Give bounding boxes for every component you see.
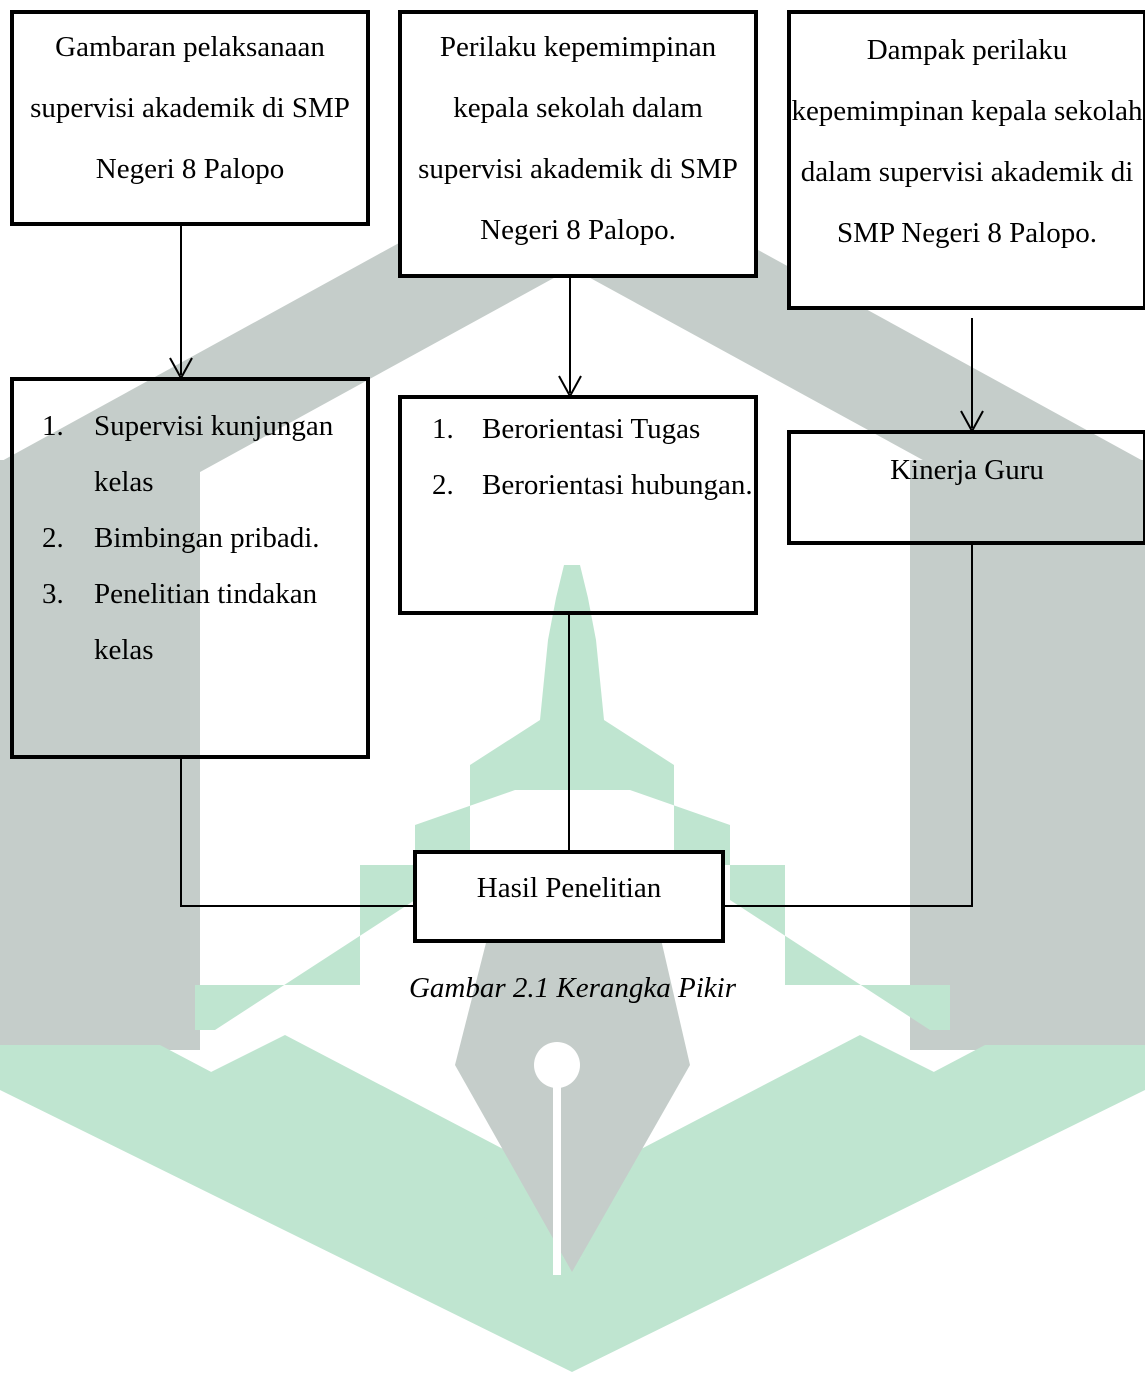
- box-kinerja-guru: Kinerja Guru: [787, 430, 1145, 545]
- box-dampak-perilaku: Dampak perilaku kepemimpinan kepala seko…: [787, 10, 1145, 310]
- list-text: Bimbingan pribadi.: [94, 522, 320, 554]
- watermark-pen-nib: [455, 935, 690, 1275]
- list-item: 2. Bimbingan pribadi.: [14, 510, 366, 566]
- list-item: 2. Berorientasi hubungan.: [402, 457, 754, 513]
- supervisi-list: 1. Supervisi kunjungan kelas 2. Bimbinga…: [14, 381, 366, 678]
- figure-caption: Gambar 2.1 Kerangka Pikir: [408, 972, 737, 1004]
- list-text: Berorientasi hubungan.: [482, 469, 753, 501]
- list-number: 2.: [42, 522, 64, 554]
- list-number: 2.: [432, 469, 454, 501]
- box-dampak-text: Dampak perilaku kepemimpinan kepala seko…: [791, 34, 1143, 249]
- box-gambaran-pelaksanaan: Gambaran pelaksanaan supervisi akademik …: [10, 10, 370, 226]
- list-item: 1. Berorientasi Tugas: [402, 401, 754, 457]
- box-perilaku-text: Perilaku kepemimpinan kepala sekolah dal…: [418, 31, 738, 246]
- box-kinerja-text: Kinerja Guru: [890, 454, 1044, 486]
- list-number: 3.: [42, 578, 64, 610]
- list-text: Penelitian tindakan kelas: [94, 578, 318, 666]
- box-hasil-text: Hasil Penelitian: [476, 872, 662, 904]
- list-number: 1.: [42, 410, 64, 442]
- list-item: 3. Penelitian tindakan kelas: [14, 566, 366, 678]
- box-supervisi-list: 1. Supervisi kunjungan kelas 2. Bimbinga…: [10, 377, 370, 759]
- watermark-green-chevrons: [0, 1035, 1145, 1372]
- list-text: Supervisi kunjungan kelas: [94, 410, 334, 498]
- box-gambaran-text: Gambaran pelaksanaan supervisi akademik …: [30, 31, 350, 185]
- list-item: 1. Supervisi kunjungan kelas: [14, 398, 366, 510]
- box-perilaku-kepemimpinan: Perilaku kepemimpinan kepala sekolah dal…: [398, 10, 758, 278]
- box-hasil-penelitian: Hasil Penelitian: [413, 850, 725, 943]
- list-text: Berorientasi Tugas: [482, 413, 701, 445]
- watermark-green-mosque: [195, 565, 950, 1030]
- line-right-to-result: [725, 545, 973, 907]
- orientasi-list: 1. Berorientasi Tugas 2. Berorientasi hu…: [402, 399, 754, 513]
- list-number: 1.: [432, 413, 454, 445]
- box-orientasi-list: 1. Berorientasi Tugas 2. Berorientasi hu…: [398, 395, 758, 615]
- line-left-to-result: [180, 759, 413, 907]
